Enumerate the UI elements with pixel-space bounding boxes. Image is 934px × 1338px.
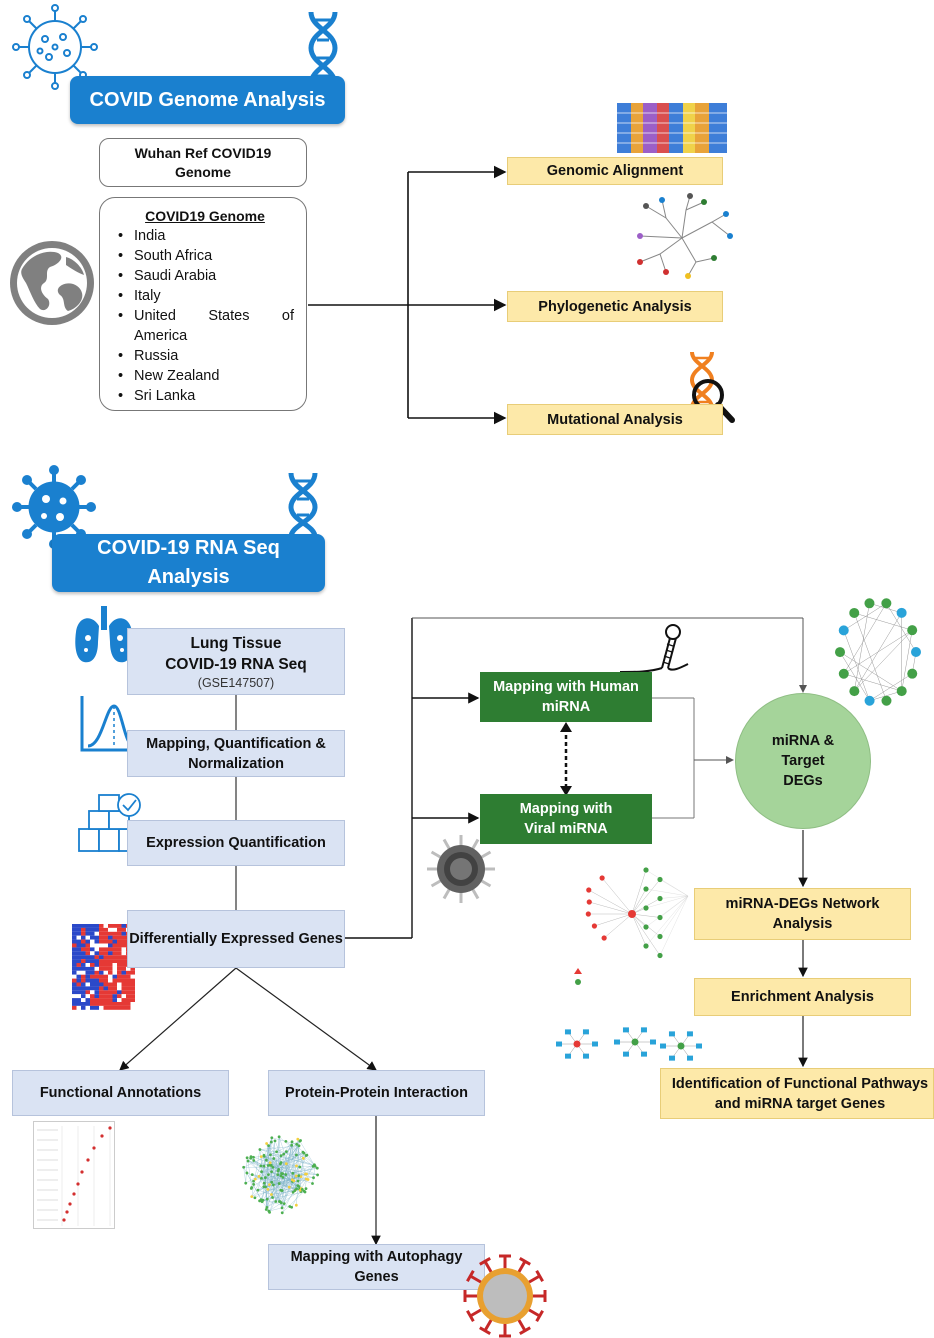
- lung-accession: (GSE147507): [197, 675, 275, 690]
- countries-list: India South Africa Saudi Arabia Italy Un…: [116, 226, 294, 406]
- functional-annotations-box: Functional Annotations: [12, 1070, 229, 1116]
- mirna-target-circle: miRNA & Target DEGs: [735, 693, 871, 829]
- wuhan-ref-box: Wuhan Ref COVID19 Genome: [99, 138, 307, 187]
- genomic-alignment-box: Genomic Alignment: [507, 157, 723, 185]
- lung-tissue-box: Lung Tissue COVID-19 RNA Seq (GSE147507): [127, 628, 345, 695]
- lung-title: Lung Tissue: [190, 634, 282, 652]
- sequence-alignment-icon: [617, 103, 727, 153]
- country-item: India: [116, 226, 294, 246]
- banner-line: Analysis: [147, 566, 230, 588]
- dotplot-icon: [33, 1121, 115, 1229]
- covid-genome-banner: COVID Genome Analysis: [70, 76, 345, 124]
- phylogenetic-analysis-box: Phylogenetic Analysis: [507, 291, 723, 322]
- pathways-box: Identification of Functional Pathways an…: [660, 1068, 934, 1119]
- rna-seq-banner: COVID-19 RNA Seq Analysis: [52, 534, 325, 592]
- country-item: Sri Lanka: [116, 386, 294, 406]
- country-item: United States of America: [116, 306, 294, 346]
- expression-quantification-box: Expression Quantification: [127, 820, 345, 866]
- network-analysis-box: miRNA-DEGs Network Analysis: [694, 888, 911, 940]
- network-icon: [828, 592, 934, 712]
- phylo-tree-icon: [626, 192, 738, 282]
- mapping-quantification-box: Mapping, Quantification & Normalization: [127, 730, 345, 777]
- ppi-cloud-icon: [235, 1124, 325, 1222]
- mutational-analysis-box: Mutational Analysis: [507, 404, 723, 435]
- country-item: Russia: [116, 346, 294, 366]
- lung-title: COVID-19 RNA Seq: [165, 655, 307, 673]
- ppi-box: Protein-Protein Interaction: [268, 1070, 485, 1116]
- human-mirna-box: Mapping with Human miRNA: [480, 672, 652, 722]
- deg-box: Differentially Expressed Genes: [127, 910, 345, 968]
- countries-title: COVID19 Genome: [145, 208, 265, 224]
- country-item: South Africa: [116, 246, 294, 266]
- enrichment-box: Enrichment Analysis: [694, 978, 911, 1016]
- country-item: Italy: [116, 286, 294, 306]
- country-item: New Zealand: [116, 366, 294, 386]
- banner-line: COVID-19 RNA Seq: [97, 537, 280, 559]
- network-icon: [572, 858, 690, 986]
- country-item: Saudi Arabia: [116, 266, 294, 286]
- countries-box: COVID19 Genome India South Africa Saudi …: [99, 197, 307, 411]
- autophagy-box: Mapping with Autophagy Genes: [268, 1244, 485, 1290]
- network-icon: [537, 1016, 702, 1076]
- viral-mirna-box: Mapping with Viral miRNA: [480, 794, 652, 844]
